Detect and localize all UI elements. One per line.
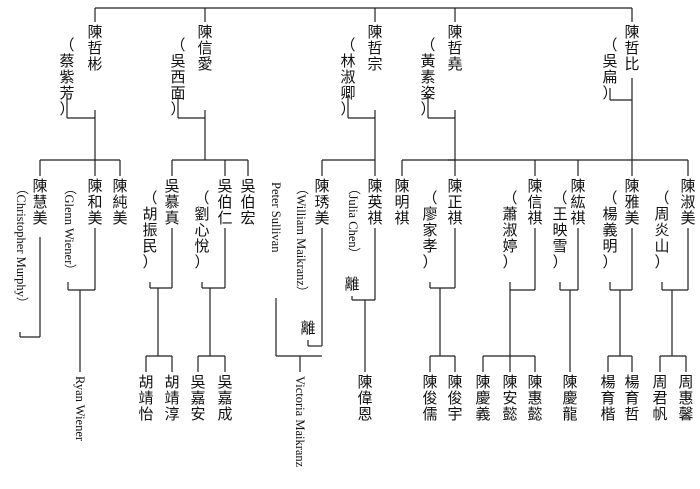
child-chen-qinglong: 陳 慶 龍 xyxy=(562,373,578,423)
person-chen-chunmei: 陳 純 美 xyxy=(112,177,128,227)
person-chen-zhengqi: 陳 正 祺 xyxy=(447,177,463,227)
child-chen-weien: 陳 偉 恩 xyxy=(357,373,373,423)
spouse-liu-xinyue: （ 劉 心 悅 ） xyxy=(194,189,210,271)
spouse-julia-chen: （Julia Chen） xyxy=(346,182,360,261)
person-chen-huimei: 陳 慧 美 xyxy=(32,177,48,227)
child-chen-junyu: 陳 俊 宇 xyxy=(447,373,463,423)
person-chen-zhebin: 陳 哲 彬 xyxy=(87,23,103,73)
divorce-note-xiumei: 離 xyxy=(300,319,316,337)
person-chen-xiumei: 陳 琇 美 xyxy=(314,177,330,227)
spouse-peter-sullivan: Peter Sullivan xyxy=(269,182,283,253)
spouse-liao-jiaxiao: （ 廖 家 孝 ） xyxy=(422,189,438,271)
person-chen-mingqi: 陳 明 祺 xyxy=(394,177,410,227)
person-wu-bohong: 吳 伯 宏 xyxy=(240,177,256,227)
child-ryan-wiener: Ryan Wiener xyxy=(73,376,87,442)
person-chen-yingqi: 陳 英 祺 xyxy=(367,177,383,227)
spouse-wang-yingxue: （ 王 映 雪 ） xyxy=(552,189,568,271)
spouse-william-maikranz: （William Maikranz） xyxy=(294,182,308,299)
divorce-note-yingqi: 離 xyxy=(344,275,360,293)
child-chen-junru: 陳 俊 儒 xyxy=(422,373,438,423)
child-chen-anyi: 陳 安 懿 xyxy=(502,373,518,423)
spouse-zhou-yanshan: （ 周 炎 山 ） xyxy=(654,189,670,271)
person-chen-zhebi: 陳 哲 比 xyxy=(624,23,640,73)
person-chen-zhezong: 陳 哲 宗 xyxy=(367,23,383,73)
spouse-wu-ximian: （ 吳 西 面 ） xyxy=(170,36,186,118)
spouse-wu-bian: （ 吳 扁 ） xyxy=(602,36,618,102)
person-chen-xinqi: 陳 信 祺 xyxy=(527,177,543,227)
spouse-lin-shuqing: （ 林 淑 卿 ） xyxy=(340,36,356,118)
person-chen-yamei: 陳 雅 美 xyxy=(624,177,640,227)
child-hu-jingchun: 胡 靖 淳 xyxy=(164,373,180,423)
child-chen-huiyi: 陳 惠 懿 xyxy=(527,373,543,423)
child-victoria-maikranz: Victoria Maikranz xyxy=(293,376,307,468)
spouse-hu-zhenmin: （ 胡 振 民 ） xyxy=(142,189,158,271)
child-chen-qingyi: 陳 慶 義 xyxy=(475,373,491,423)
spouse-yang-yiming: （ 楊 義 明 ） xyxy=(602,189,618,271)
child-hu-jingyi: 胡 靖 怡 xyxy=(138,373,154,423)
spouse-huang-suzi: （ 黃 素 姿 ） xyxy=(420,36,436,118)
person-wu-muzhen: 吳 慕 真 xyxy=(164,177,180,227)
child-wu-jiacheng: 吳 嘉 成 xyxy=(217,373,233,423)
child-wu-jiaan: 吳 嘉 安 xyxy=(190,373,206,423)
child-zhou-junfan: 周 君 帆 xyxy=(652,373,668,423)
person-chen-zheyao: 陳 哲 堯 xyxy=(447,23,463,73)
child-yang-yuzhe: 楊 育 哲 xyxy=(624,373,640,423)
person-chen-xinai: 陳 信 愛 xyxy=(197,23,213,73)
person-chen-hongqi: 陳 紘 祺 xyxy=(570,177,586,227)
spouse-glenn-wiener: （Glenn Wiener） xyxy=(62,182,76,277)
spouse-christopher-murphy: （Christopher Murphy） xyxy=(14,182,28,310)
spouse-xiao-shuting: （ 蕭 淑 婷 ） xyxy=(502,189,518,271)
child-zhou-huixin: 周 惠 馨 xyxy=(678,373,694,423)
child-yang-yukai: 楊 育 楷 xyxy=(600,373,616,423)
spouse-cai-zifang: （ 蔡 紫 芳 ） xyxy=(59,36,75,118)
person-wu-boren: 吳 伯 仁 xyxy=(217,177,233,227)
person-chen-hemei: 陳 和 美 xyxy=(87,177,103,227)
person-chen-shumei: 陳 淑 美 xyxy=(680,177,696,227)
